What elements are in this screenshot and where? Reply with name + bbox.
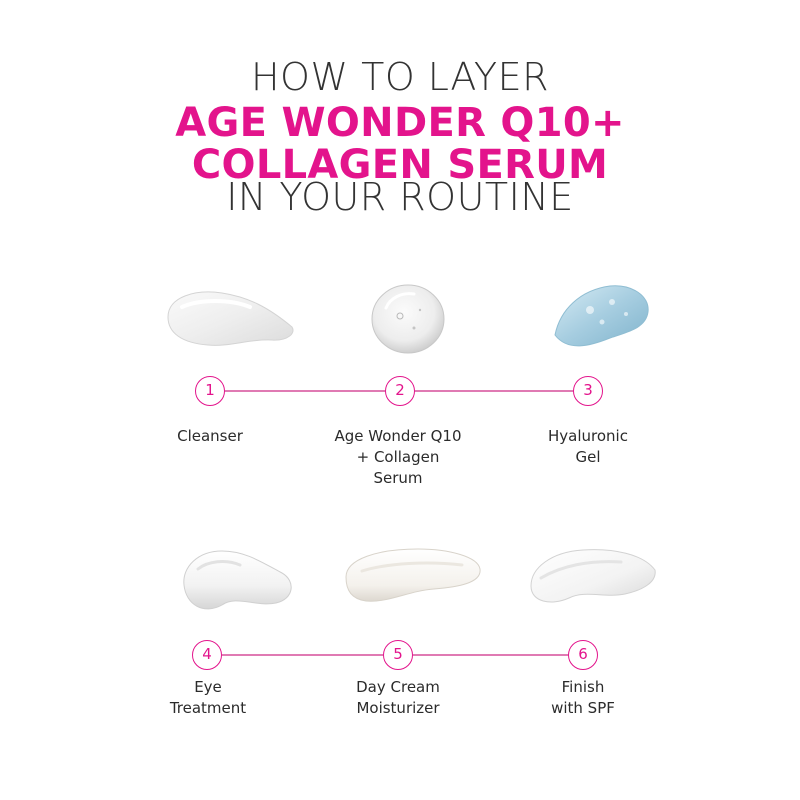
step-number-5: 5 bbox=[383, 640, 413, 670]
white-lotion-smear-swatch bbox=[530, 549, 656, 603]
step-label-6: Finish with SPF bbox=[551, 678, 615, 717]
step-label-4: Eye Treatment bbox=[169, 678, 247, 717]
heading-line-1: HOW TO LAYER bbox=[250, 55, 550, 99]
timeline-connector-5-6 bbox=[413, 654, 568, 656]
step-label-1: Cleanser bbox=[177, 427, 243, 445]
step-label-2: Age Wonder Q10 + Collagen Serum bbox=[334, 427, 462, 487]
step-number-4: 4 bbox=[192, 640, 222, 670]
clear-serum-drop-swatch bbox=[371, 284, 445, 354]
clear-gel-smear-swatch bbox=[167, 291, 294, 346]
white-cream-smear-swatch bbox=[345, 548, 481, 602]
timeline-connector-1-2 bbox=[225, 390, 385, 392]
heading-product-line-1: AGE WONDER Q10+ bbox=[175, 100, 625, 146]
step-number-2: 2 bbox=[385, 376, 415, 406]
heading-product-line-2: COLLAGEN SERUM bbox=[191, 142, 609, 188]
step-label-5: Day Cream Moisturizer bbox=[356, 678, 440, 717]
blue-gel-smear-swatch bbox=[554, 285, 649, 347]
step-number-1: 1 bbox=[195, 376, 225, 406]
timeline-connector-4-5 bbox=[222, 654, 383, 656]
white-cream-swirl-swatch bbox=[183, 550, 292, 610]
step-number-6: 6 bbox=[568, 640, 598, 670]
step-label-3: Hyaluronic Gel bbox=[548, 427, 628, 466]
heading-line-4: IN YOUR ROUTINE bbox=[226, 175, 574, 219]
timeline-connector-2-3 bbox=[415, 390, 573, 392]
step-number-3: 3 bbox=[573, 376, 603, 406]
